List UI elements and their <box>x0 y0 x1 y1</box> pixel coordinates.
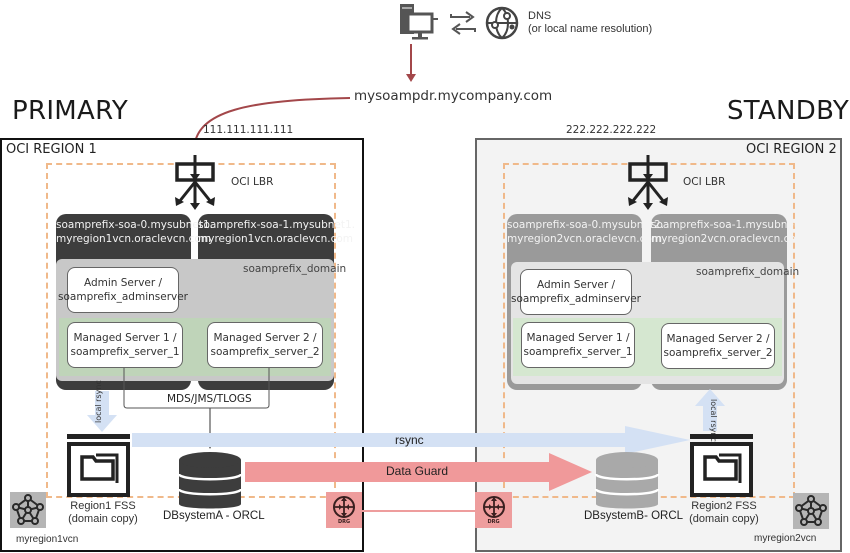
standby-local-rsync-arrow <box>695 389 725 431</box>
standby-drg-icon <box>483 496 505 518</box>
primary-local-rsync-arrow <box>87 391 117 432</box>
standby-managed-server-1: Managed Server 1 /soamprefix_server_1 <box>521 322 635 368</box>
exchange-arrows-icon <box>450 11 476 35</box>
dns-subtitle: (or local name resolution) <box>528 23 653 35</box>
primary-fss-icon <box>67 434 130 497</box>
standby-database-label: DBsystemB- ORCL <box>584 510 684 522</box>
primary-managed-server-1: Managed Server 1 /soamprefix_server_1 <box>67 322 183 368</box>
primary-admin-server: Admin Server /soamprefix_adminserver <box>58 267 188 313</box>
standby-admin-server: Admin Server /soamprefix_adminserver <box>511 269 641 315</box>
standby-vcn-icon <box>795 495 827 526</box>
standby-managed-server-2: Managed Server 2 /soamprefix_server_2 <box>661 323 775 369</box>
standby-host-0-name: soamprefix-soa-0.mysubnet2. myregion2vcn… <box>507 219 665 245</box>
primary-vcn-label: myregion1vcn <box>16 534 79 545</box>
standby-fss-icon <box>690 434 753 497</box>
standby-domain-label: soamprefix_domain <box>696 266 800 278</box>
standby-lbr-label: OCI LBR <box>683 176 726 188</box>
dns-globe-icon <box>485 6 519 40</box>
standby-host-1-name: soamprefix-soa-1.mysubnet2. myregion2vcn… <box>651 219 809 245</box>
dns-resolve-arrow <box>406 44 416 82</box>
primary-fss-label: Region1 FSS (domain copy) <box>68 500 138 525</box>
standby-database-icon <box>594 452 660 509</box>
primary-domain-label: soamprefix_domain <box>243 263 347 275</box>
standby-ip: 222.222.222.222 <box>566 124 657 136</box>
primary-vcn-icon <box>12 494 44 525</box>
primary-database-icon <box>177 452 243 509</box>
primary-managed-server-2: Managed Server 2 /soamprefix_server_2 <box>207 322 323 368</box>
dataguard-label: Data Guard <box>386 464 449 478</box>
standby-vcn-label: myregion2vcn <box>754 533 817 544</box>
primary-ip: 111.111.111.111 <box>203 124 294 136</box>
client-computer-icon <box>400 4 438 40</box>
primary-lbr-label: OCI LBR <box>231 176 274 188</box>
primary-title: PRIMARY <box>12 96 129 126</box>
standby-drg-label: DRG <box>487 519 500 525</box>
primary-drg-label: DRG <box>337 519 351 525</box>
primary-region-label: OCI REGION 1 <box>6 142 97 157</box>
standby-region-label: OCI REGION 2 <box>746 142 837 157</box>
dns-hostname: mysoampdr.mycompany.com <box>354 88 553 104</box>
primary-drg-icon <box>333 496 355 518</box>
primary-lbr-icon <box>175 155 215 210</box>
standby-title: STANDBY <box>727 96 850 126</box>
standby-lbr-icon <box>628 155 668 210</box>
primary-host-0-name: soamprefix-soa-0.mysubnet1. myregion1vcn… <box>56 219 214 245</box>
standby-fss-label: Region2 FSS (domain copy) <box>689 500 759 525</box>
rsync-label: rsync <box>395 433 424 447</box>
primary-database-label: DBsystemA - ORCL <box>163 510 265 522</box>
primary-host-1-name: soamprefix-soa-1.mysubnet1. myregion1vcn… <box>198 219 356 245</box>
shared-storage-label: MDS/JMS/TLOGS <box>167 393 252 405</box>
dns-title: DNS <box>528 10 552 22</box>
